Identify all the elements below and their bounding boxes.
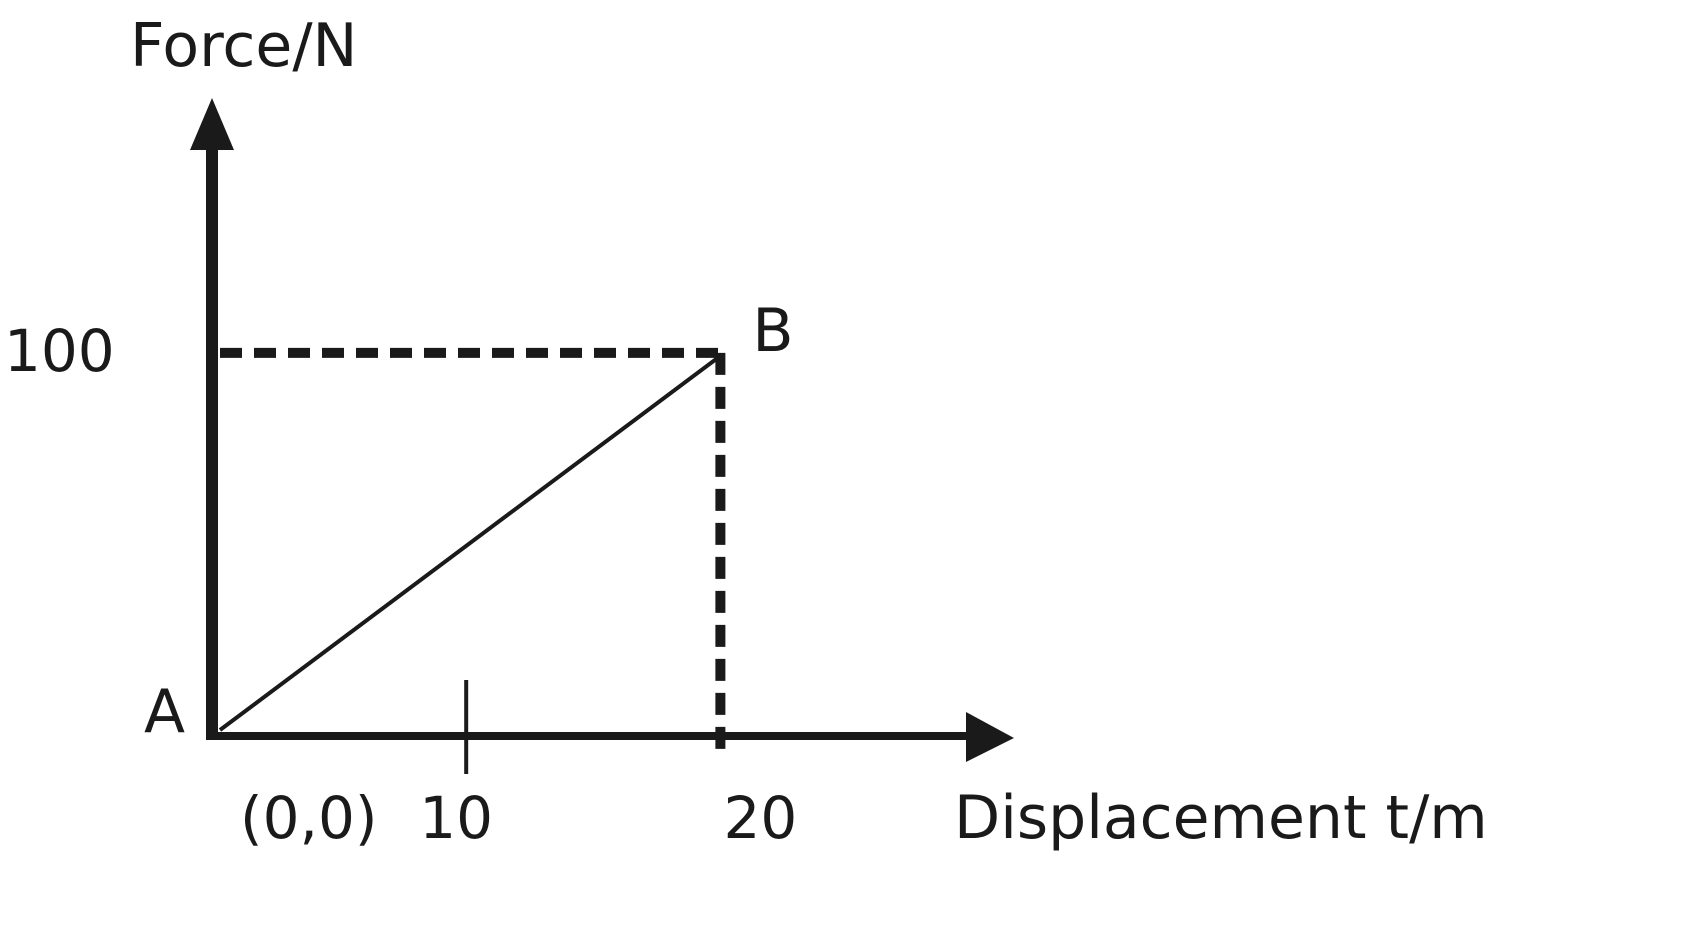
data-series	[218, 357, 718, 732]
x-axis-label: Displacement t/m	[954, 783, 1488, 853]
point-label-a: A	[144, 677, 185, 747]
x-axis-arrowhead	[966, 712, 1014, 762]
line-a-b	[218, 357, 718, 732]
origin-label: (0,0)	[240, 784, 378, 852]
point-labels: AB	[144, 296, 794, 747]
y-ticks: 100	[4, 317, 115, 385]
point-label-b: B	[752, 296, 793, 366]
x-tick-label-10: 10	[419, 784, 493, 852]
y-axis-label: Force/N	[130, 11, 357, 81]
x-ticks: 10 20	[419, 680, 797, 852]
y-axis-arrowhead	[190, 98, 234, 150]
guide-lines	[220, 347, 726, 752]
x-tick-label-20: 20	[723, 784, 797, 852]
y-tick-label-100: 100	[4, 317, 115, 385]
